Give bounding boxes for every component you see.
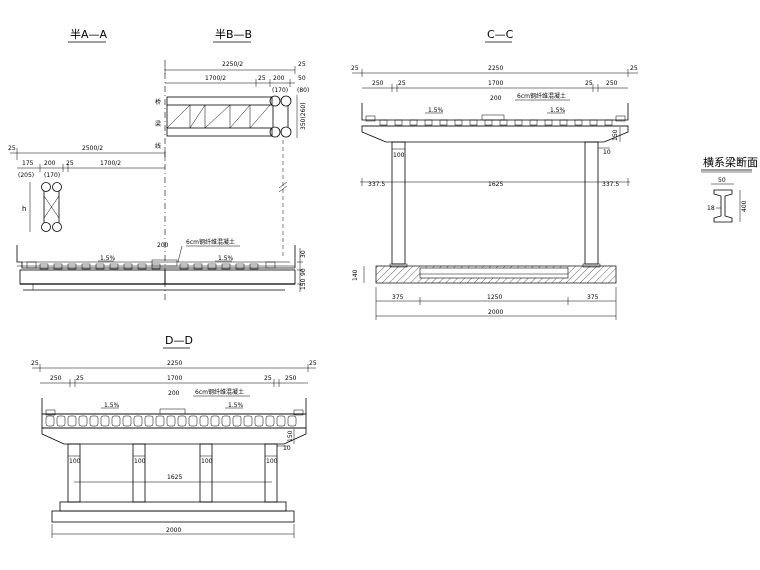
title-dd: D—D	[165, 334, 193, 347]
dim-cc-375a: 375	[392, 294, 404, 301]
slope-cc-l: 1.5%	[428, 107, 444, 114]
title-bb: 半B—B	[215, 27, 252, 41]
dim-dd-2250: 2250	[167, 360, 182, 367]
dim-aa-25b: 25	[66, 160, 74, 167]
dim-cc-375b: 375	[587, 294, 599, 301]
dim-cc-2000: 2000	[488, 309, 503, 316]
dim-dd-25a: 25	[31, 360, 39, 367]
dim-bb-50: 50	[298, 75, 306, 82]
dim-aa-170: (170)	[44, 172, 60, 179]
dim-dd-150: 150	[287, 430, 294, 442]
dim-tie-400: 400	[741, 200, 748, 212]
dim-bb-25b: 25	[258, 75, 266, 82]
dim-dd-2000: 2000	[166, 527, 181, 534]
cc-deck-blocks	[379, 119, 613, 126]
dim-bb-80: (80)	[297, 87, 309, 94]
side-label-3: 线	[155, 142, 161, 150]
dim-dd-250b: 250	[285, 375, 297, 382]
slope-aa: 1.5%	[100, 255, 116, 262]
side-label-2: 梁	[155, 120, 161, 128]
dim-dd-100c: 100	[201, 458, 213, 465]
dim-aa-30: 30	[300, 250, 307, 258]
dim-bb-2250h: 2250/2	[222, 61, 243, 68]
dim-tie-18: 18	[707, 205, 715, 212]
dim-dd-25c: 25	[76, 375, 84, 382]
section-bb: 半B—B 2250/2 25 1700/2 25 200 (170) 50 (8…	[155, 27, 309, 258]
dim-dd-200: 200	[168, 390, 180, 397]
dim-tie-50: 50	[718, 177, 726, 184]
dim-bb-200: 200	[273, 75, 285, 82]
dim-aa-200b: 200	[157, 242, 169, 249]
note-cc: 6cm钢纤维混凝土	[517, 92, 566, 100]
dim-cc-337a: 337.5	[368, 181, 385, 188]
slope-cc-r: 1.5%	[550, 107, 566, 114]
dim-bb-25: 25	[298, 61, 306, 68]
dim-dd-1700: 1700	[167, 375, 182, 382]
dd-box-cells	[45, 415, 297, 427]
dim-dd-100a: 100	[69, 458, 81, 465]
dim-cc-25c: 25	[398, 80, 406, 87]
title-aa: 半A—A	[70, 27, 108, 41]
dim-cc-250a: 250	[372, 80, 384, 87]
dim-bb-170: (170)	[272, 87, 288, 94]
dim-aa-205: (205)	[18, 172, 34, 179]
dim-dd-10: 10	[283, 445, 291, 452]
dim-cc-140: 140	[352, 269, 359, 281]
title-cc: C—C	[487, 28, 514, 41]
aa-deck-blocks	[39, 263, 161, 270]
dim-aa-1700h: 1700/2	[100, 160, 121, 167]
dim-cc-1700: 1700	[488, 80, 503, 87]
dim-cc-337b: 337.5	[602, 181, 619, 188]
dim-dd-100b: 100	[134, 458, 146, 465]
dim-cc-1250: 1250	[487, 294, 502, 301]
dim-cc-2250: 2250	[488, 65, 503, 72]
dim-cc-100: 100	[393, 152, 405, 159]
dim-cc-200: 200	[490, 95, 502, 102]
dim-aa-175: 175	[22, 160, 34, 167]
dim-dd-100d: 100	[266, 458, 278, 465]
dim-bb-1700h: 1700/2	[205, 75, 226, 82]
bb-deck-blocks	[179, 263, 259, 270]
dim-dd-250a: 250	[50, 375, 62, 382]
dim-cc-25d: 25	[585, 80, 593, 87]
dim-bb-350: 350(260)	[300, 102, 307, 130]
dim-aa-200: 200	[44, 160, 56, 167]
dim-aa-25: 25	[8, 145, 16, 152]
dim-cc-25b: 25	[630, 65, 638, 72]
slope-dd-r: 1.5%	[228, 402, 244, 409]
dim-dd-25b: 25	[309, 360, 317, 367]
note-aa: 6cm钢纤维混凝土	[186, 238, 235, 246]
note-dd: 6cm钢纤维混凝土	[195, 388, 244, 396]
dim-cc-10: 10	[603, 149, 611, 156]
dim-dd-1625: 1625	[167, 474, 182, 481]
dim-aa-2500h: 2500/2	[82, 145, 103, 152]
title-tie: 横系梁断面	[703, 155, 758, 169]
side-label-1: 桥	[155, 98, 161, 106]
slope-aa-right: 1.5%	[218, 255, 234, 262]
dim-aa-h: h	[22, 205, 26, 213]
dim-cc-1625: 1625	[488, 181, 503, 188]
dim-cc-250b: 250	[606, 80, 618, 87]
section-dd: D—D 25 2250 25 250 25 1700 25 250 200 6c…	[31, 334, 317, 538]
dim-dd-25d: 25	[264, 375, 272, 382]
dim-cc-150: 150	[612, 129, 619, 141]
dim-aa-150: 150	[300, 278, 307, 290]
section-cc: C—C 25 2250 25 250 25 1700 25 250 200 6c…	[351, 28, 638, 320]
section-tie-beam: 横系梁断面 50 18 400	[701, 155, 758, 223]
section-aa: 半A—A 25 2500/2 175 200 25 1700/2 (205) (…	[8, 27, 307, 300]
dim-cc-25a: 25	[351, 65, 359, 72]
slope-dd-l: 1.5%	[104, 402, 120, 409]
dim-aa-90: 90	[300, 268, 307, 276]
